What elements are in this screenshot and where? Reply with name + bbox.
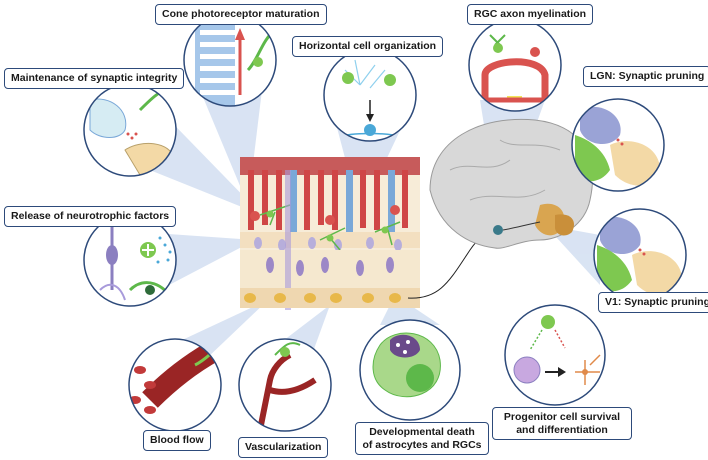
label-horizontal: Horizontal cell organization	[292, 36, 444, 57]
label-neurotrophic: Release of neurotrophic factors	[4, 206, 177, 227]
brain	[429, 118, 594, 249]
label-lgn: LGN: Synaptic pruning	[583, 66, 708, 87]
death-circle	[360, 320, 460, 420]
label-progenitor: Progenitor cell survival and differentia…	[492, 407, 632, 441]
progenitor-circle	[505, 305, 605, 405]
rgc-circle	[469, 19, 561, 111]
label-death-line1: Developmental death	[369, 426, 475, 438]
lgn-circle	[572, 99, 664, 191]
vasc-circle	[239, 339, 331, 431]
cone-circle	[184, 14, 276, 106]
label-rgc: RGC axon myelination	[467, 4, 594, 25]
label-death-line2: of astrocytes and RGCs	[362, 438, 482, 451]
label-vasc: Vascularization	[238, 437, 329, 458]
retina-layers	[240, 157, 501, 310]
horizontal-circle	[324, 49, 416, 141]
neurotrophic-circle	[84, 214, 176, 306]
label-cone: Cone photoreceptor maturation	[155, 4, 327, 25]
label-maintenance: Maintenance of synaptic integrity	[4, 68, 185, 89]
label-progenitor-line1: Progenitor cell survival	[503, 411, 621, 423]
label-blood: Blood flow	[143, 430, 211, 451]
label-v1: V1: Synaptic pruning	[598, 292, 708, 313]
label-death: Developmental death of astrocytes and RG…	[355, 422, 489, 456]
v1-circle	[594, 209, 686, 301]
label-progenitor-line2: and differentiation	[516, 423, 608, 436]
